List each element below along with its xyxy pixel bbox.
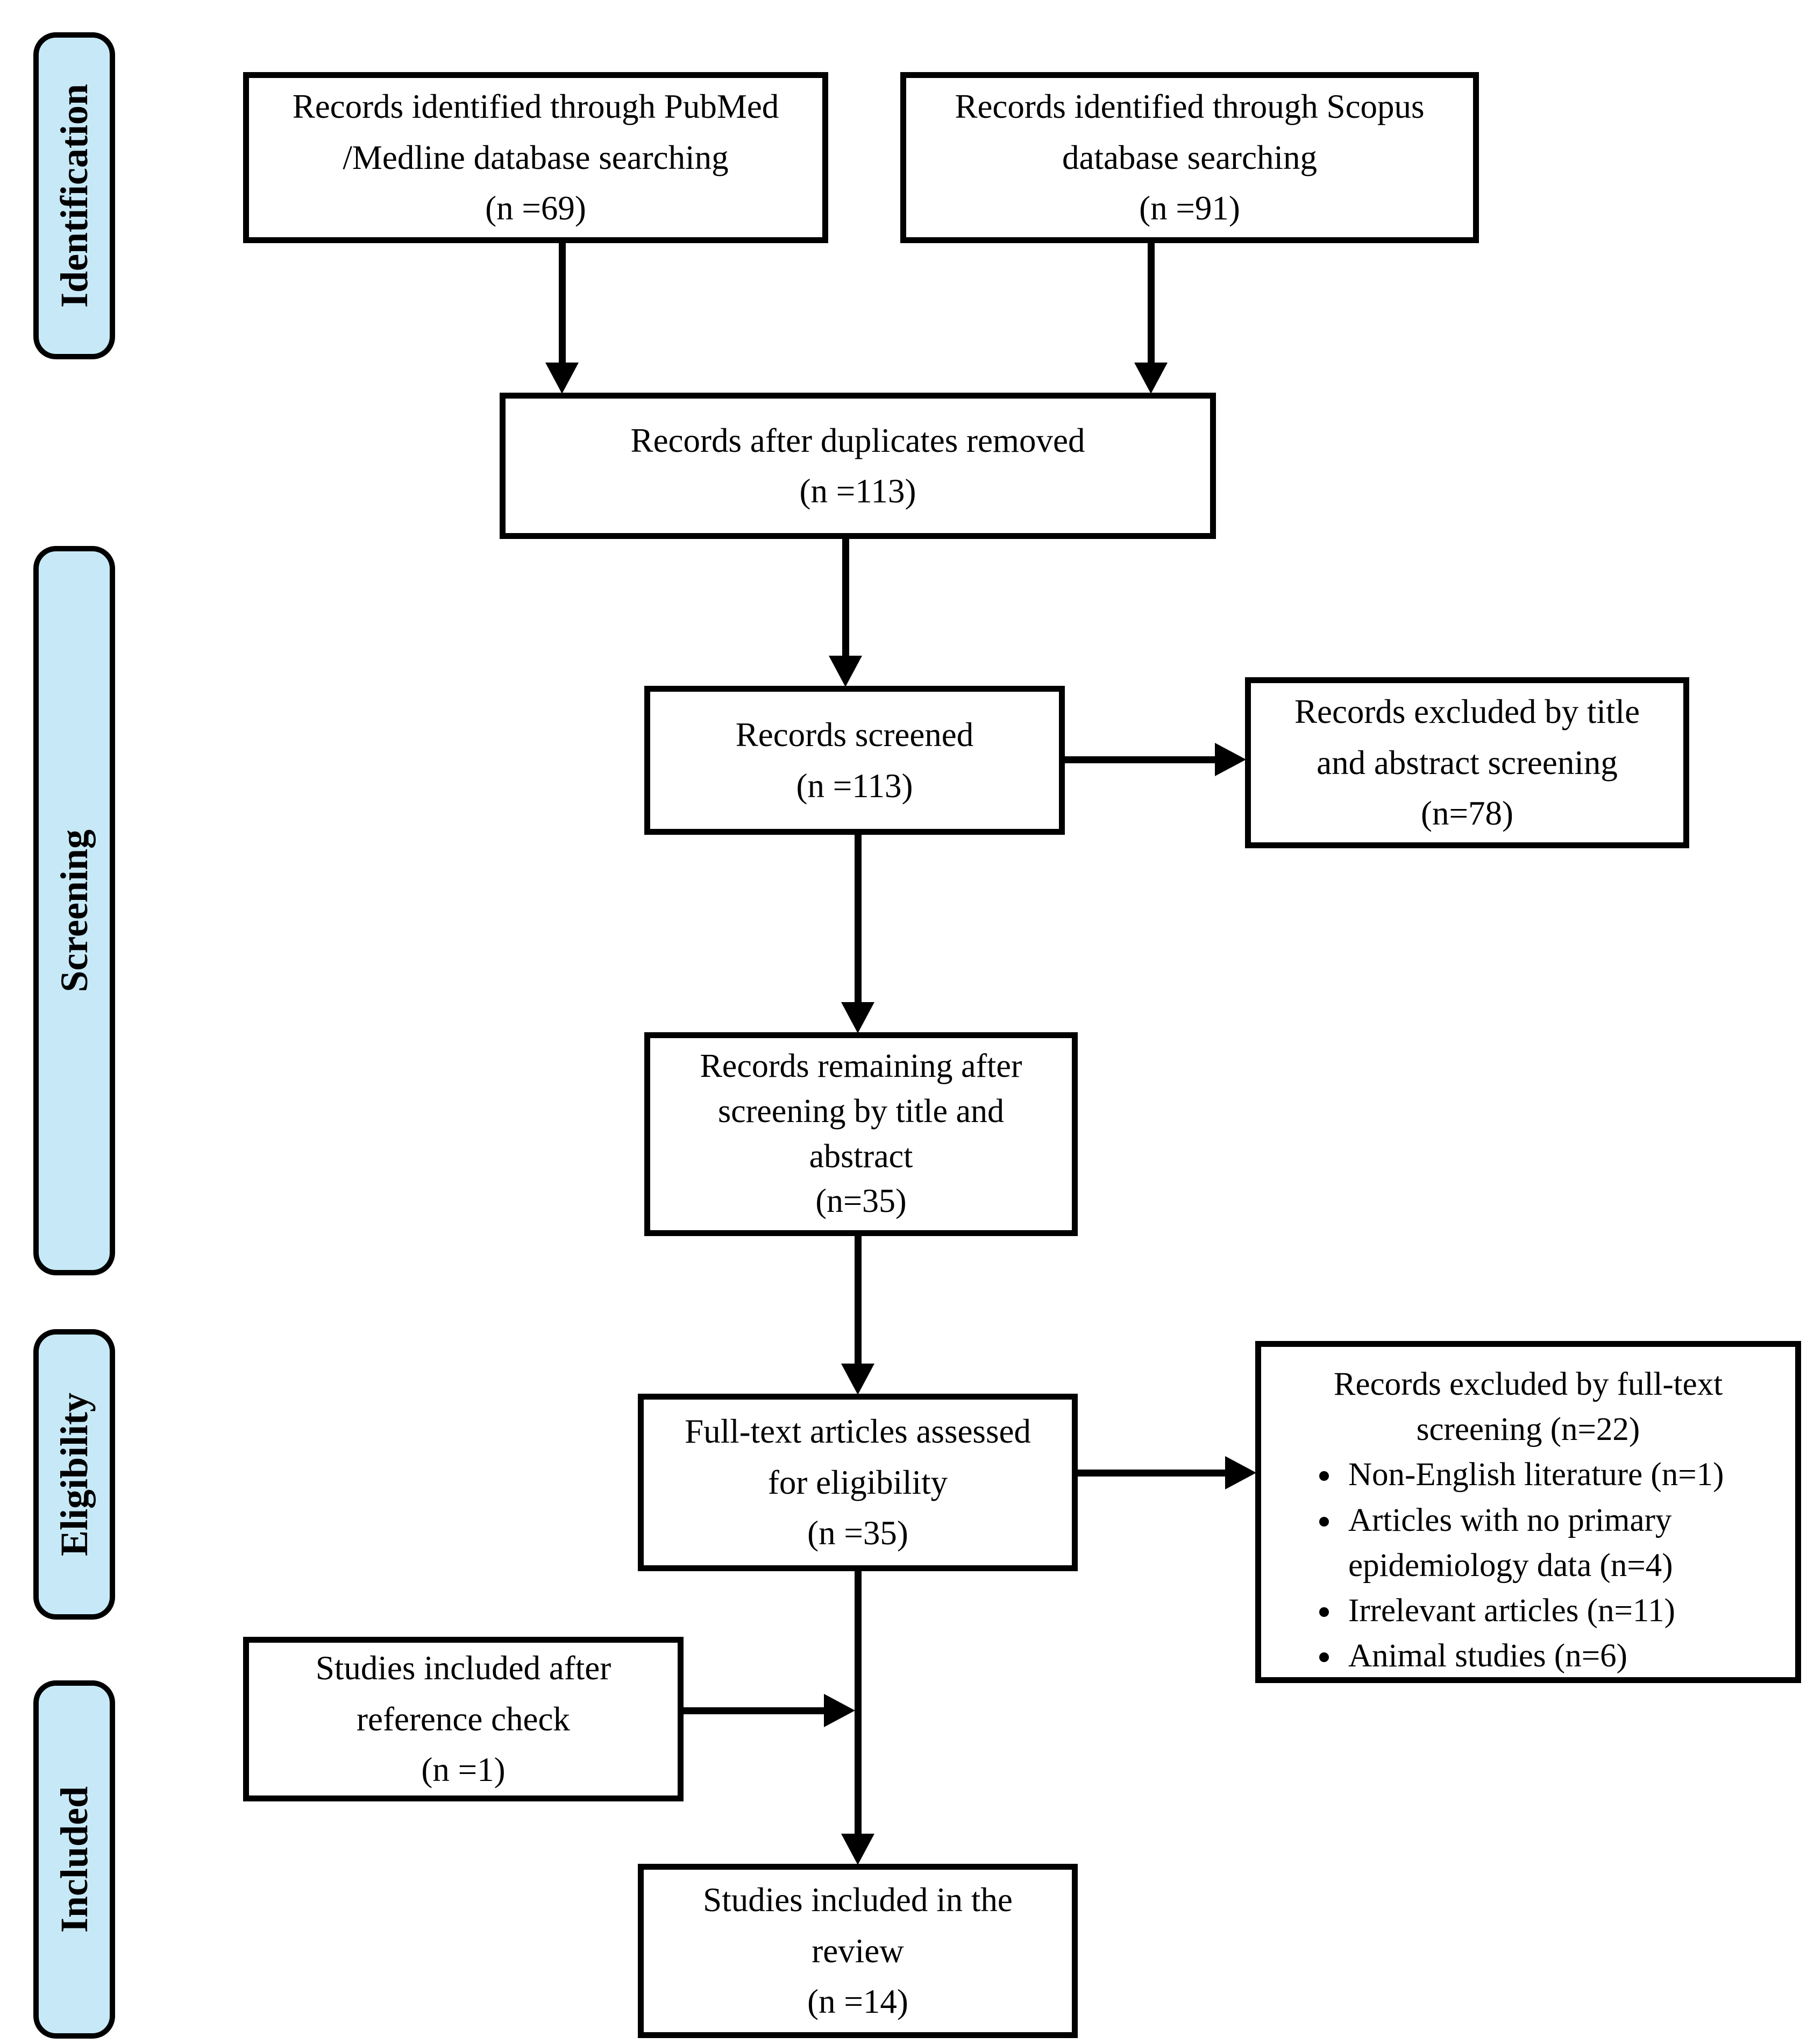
box-fulltext-assessed-text: Full-text articles assessed for eligibil… [685,1413,1031,1552]
box-records-remaining-text: Records remaining after screening by tit… [700,1048,1022,1220]
arrowhead-pubmed-to-duplicates [545,363,579,394]
arrowhead-fulltext-to-excluded-fulltext [1225,1456,1256,1489]
box-excluded-title-abstract-text: Records excluded by title and abstract s… [1294,693,1640,833]
box-reference-check: Studies included after reference check (… [243,1637,684,1801]
box-records-remaining: Records remaining after screening by tit… [644,1032,1078,1236]
box-included-review: Studies included in the review (n =14) [638,1864,1078,2038]
stage-label-screening: Screening [33,546,115,1275]
stage-label-eligibility: Eligibility [33,1329,115,1620]
excluded-fulltext-item: Irrelevant articles (n=11) [1342,1588,1784,1634]
box-records-screened-text: Records screened (n =113) [735,716,974,805]
stage-label-eligibility-text: Eligibility [52,1392,96,1557]
box-records-pubmed: Records identified through PubMed /Medli… [243,72,828,243]
excluded-fulltext-item: Articles with no primary epidemiology da… [1342,1498,1784,1588]
box-reference-check-text: Studies included after reference check (… [315,1649,611,1789]
box-records-pubmed-text: Records identified through PubMed /Medli… [292,88,779,228]
connector-reference-to-merge [681,1707,827,1714]
connector-screened-to-excluded-title [1063,756,1219,763]
box-excluded-fulltext-title: Records excluded by full-text screening … [1333,1366,1723,1448]
box-records-screened: Records screened (n =113) [644,686,1065,835]
connector-screened-to-remaining [855,833,862,1005]
connector-fulltext-to-excluded-fulltext [1076,1470,1229,1477]
box-excluded-title-abstract: Records excluded by title and abstract s… [1245,677,1689,848]
connector-fulltext-to-included-review [855,1569,862,1836]
arrowhead-remaining-to-fulltext [841,1364,874,1395]
connector-scopus-to-duplicates [1148,241,1155,366]
box-fulltext-assessed: Full-text articles assessed for eligibil… [638,1394,1078,1571]
box-excluded-fulltext-list: Non-English literature (n=1) Articles wi… [1261,1452,1795,1679]
arrowhead-scopus-to-duplicates [1134,363,1168,394]
connector-duplicates-to-screened [842,537,849,658]
stage-label-identification: Identification [33,32,115,359]
arrowhead-screened-to-excluded-title [1215,743,1246,776]
connector-pubmed-to-duplicates [559,241,566,366]
arrowhead-fulltext-to-included-review [841,1834,874,1865]
stage-label-identification-text: Identification [52,83,96,308]
box-included-review-text: Studies included in the review (n =14) [703,1881,1013,2021]
stage-label-included-text: Included [52,1786,96,1933]
arrowhead-screened-to-remaining [841,1002,874,1033]
box-duplicates-removed: Records after duplicates removed (n =113… [500,393,1216,539]
excluded-fulltext-item: Non-English literature (n=1) [1342,1452,1784,1497]
excluded-fulltext-item: Animal studies (n=6) [1342,1634,1784,1679]
box-records-scopus: Records identified through Scopus databa… [900,72,1479,243]
arrowhead-duplicates-to-screened [829,656,862,687]
connector-remaining-to-fulltext [855,1234,862,1366]
stage-label-screening-text: Screening [52,829,96,992]
stage-label-included: Included [33,1680,115,2039]
arrowhead-reference-to-merge [824,1694,855,1727]
box-excluded-fulltext: Records excluded by full-text screening … [1255,1341,1801,1683]
box-duplicates-removed-text: Records after duplicates removed (n =113… [630,421,1085,510]
box-records-scopus-text: Records identified through Scopus databa… [955,88,1425,228]
